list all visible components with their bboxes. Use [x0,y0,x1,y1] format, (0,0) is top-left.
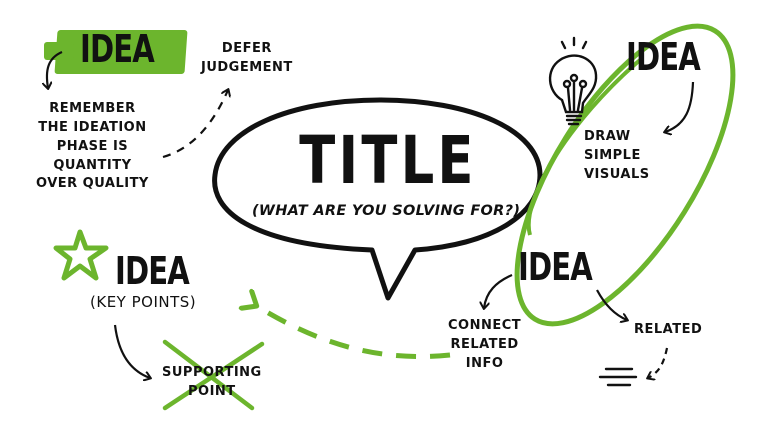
title-subtitle: (WHAT ARE YOU SOLVING FOR?) [252,203,521,219]
arrow-to-draw-visuals [665,81,695,132]
lightbulb-icon [548,36,598,126]
idea-highlight-stroke [44,42,74,60]
cross-out-x [162,339,265,411]
note-connect-related-info: CONNECT RELATED INFO [448,318,522,371]
title-speech-bubble [212,97,543,301]
arrow-idea-to-remember [47,50,63,88]
arrow-to-connect-related [484,273,513,308]
note-remember-ideation: REMEMBER THE IDEATION PHASE IS QUANTITY … [36,101,149,192]
arrow-to-related [596,289,627,320]
page-title: TITLE [299,122,477,199]
idea-heading-key-points: IDEA [115,249,190,293]
arrow-to-supporting-point [113,324,150,378]
idea-heading-top-right: IDEA [626,35,701,79]
note-related: RELATED [634,322,703,337]
star-icon [53,229,109,281]
arrow-to-defer-judgement [162,90,228,159]
idea-sublabel-key-points: (KEY POINTS) [90,293,197,311]
idea-heading-top-left: IDEA [80,27,155,71]
text-lines-icon [598,367,638,387]
dashed-arrow-to-lines [648,347,669,378]
green-dashed-arrow-to-key-points [255,305,451,360]
idea-heading-bottom-right: IDEA [518,245,593,289]
green-connect-ellipse [514,23,736,327]
note-draw-simple-visuals: DRAW SIMPLE VISUALS [584,129,650,182]
note-defer-judgement: DEFER JUDGEMENT [201,41,293,75]
note-supporting-point: SUPPORTING POINT [162,365,262,399]
